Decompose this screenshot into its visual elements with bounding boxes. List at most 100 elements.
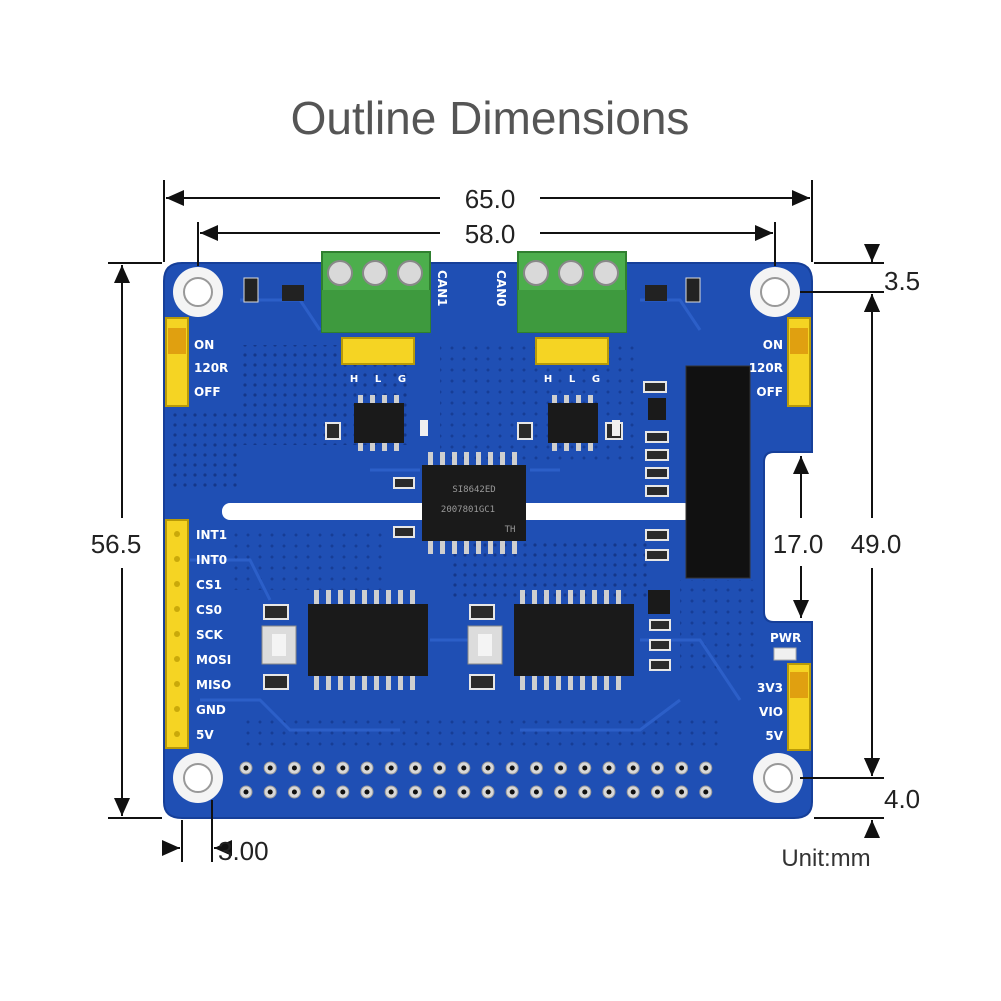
dim-left-edge-offset: 3.00 bbox=[218, 836, 269, 866]
gpio-pad-hole bbox=[654, 765, 660, 771]
gpio-pad-hole bbox=[558, 789, 564, 795]
mounting-hole bbox=[173, 753, 223, 803]
crystal-oscillator bbox=[467, 625, 503, 665]
gpio-pad-hole bbox=[316, 765, 322, 771]
dim-top-hole-offset: 3.5 bbox=[884, 266, 920, 296]
gpio-pad-hole bbox=[364, 765, 370, 771]
gpio-pad-hole bbox=[703, 765, 709, 771]
gpio-pad-hole bbox=[267, 765, 273, 771]
gpio-pad-hole bbox=[679, 765, 685, 771]
pin-label-5v: 5V bbox=[196, 728, 214, 742]
diagram-title: Outline Dimensions bbox=[291, 92, 690, 144]
gpio-pad-hole bbox=[412, 765, 418, 771]
pin-label-gnd: GND bbox=[196, 703, 226, 717]
gpio-pad-hole bbox=[461, 765, 467, 771]
gpio-pad-hole bbox=[485, 789, 491, 795]
can1-label: CAN1 bbox=[435, 270, 449, 307]
gpio-pad-hole bbox=[509, 789, 515, 795]
gpio-pad-hole bbox=[630, 789, 636, 795]
gpio-pad-hole bbox=[485, 765, 491, 771]
dimension-lines bbox=[108, 180, 884, 862]
pcb-traces bbox=[190, 298, 742, 732]
led bbox=[612, 420, 620, 436]
mounting-hole bbox=[173, 267, 223, 317]
power-led bbox=[773, 647, 797, 661]
gpio-pad-hole bbox=[412, 789, 418, 795]
crystal-oscillator bbox=[261, 625, 297, 665]
can0-label: CAN0 bbox=[494, 270, 508, 307]
pin-label-cs1: CS1 bbox=[196, 578, 222, 592]
gpio-pad-hole bbox=[340, 789, 346, 795]
gpio-pad-hole bbox=[461, 789, 467, 795]
pin-label-cs0: CS0 bbox=[196, 603, 222, 617]
regulator bbox=[648, 398, 666, 420]
can0-terminal-block bbox=[517, 251, 627, 333]
can1-pin-g: G bbox=[398, 374, 406, 385]
can1-terminal-block bbox=[321, 251, 431, 333]
pcb-board: CAN1 CAN0 H L G H L G ON 120R OFF ON 120… bbox=[163, 251, 813, 819]
power-jumper-3v3: 3V3 bbox=[757, 681, 783, 695]
can0-pin-h: H bbox=[544, 374, 552, 385]
mounting-hole bbox=[753, 753, 803, 803]
gpio-pad-hole bbox=[291, 765, 297, 771]
gpio-pad-hole bbox=[654, 789, 660, 795]
gpio-pad-hole bbox=[243, 765, 249, 771]
can-controller-chip bbox=[514, 590, 634, 690]
via-field bbox=[170, 410, 240, 490]
gpio-pad-hole bbox=[267, 789, 273, 795]
pin-label-int0: INT0 bbox=[196, 553, 227, 567]
smd-components bbox=[263, 381, 671, 690]
gpio-pad-hole bbox=[388, 765, 394, 771]
gpio-pad-hole bbox=[703, 789, 709, 795]
gpio-pad-hole bbox=[582, 789, 588, 795]
transistor bbox=[282, 285, 304, 301]
pin-label-int1: INT1 bbox=[196, 528, 227, 542]
via-field bbox=[240, 720, 720, 750]
dim-overall-width: 65.0 bbox=[465, 184, 516, 214]
dim-hole-spacing-width: 58.0 bbox=[465, 219, 516, 249]
right-jumper-off: OFF bbox=[756, 385, 783, 399]
power-label: PWR bbox=[770, 631, 801, 645]
left-jumper-off: OFF bbox=[194, 385, 221, 399]
gpio-pad-hole bbox=[437, 789, 443, 795]
can0-pin-l: L bbox=[569, 374, 576, 385]
dcdc-isolation-module bbox=[685, 365, 751, 579]
digital-isolator-chip: SI8642ED 2007801GC1 TH bbox=[422, 452, 526, 554]
dim-notch-height: 17.0 bbox=[773, 529, 824, 559]
can0-pin-g: G bbox=[592, 374, 600, 385]
can1-pin-h: H bbox=[350, 374, 358, 385]
right-jumper-on: ON bbox=[763, 338, 783, 352]
gpio-pad-hole bbox=[533, 765, 539, 771]
pin-label-miso: MISO bbox=[196, 678, 231, 692]
power-jumper-vio: VIO bbox=[759, 705, 783, 719]
mounting-hole bbox=[750, 267, 800, 317]
unit-label: Unit:mm bbox=[781, 845, 870, 872]
isolator-chip-marking: TH bbox=[505, 525, 516, 535]
gpio-pad-hole bbox=[582, 765, 588, 771]
right-jumper-120r: 120R bbox=[749, 361, 783, 375]
can0-pin-header bbox=[535, 337, 609, 365]
gpio-pad-hole bbox=[558, 765, 564, 771]
gpio-pad-hole bbox=[606, 765, 612, 771]
isolator-chip-marking: SI8642ED bbox=[452, 485, 495, 495]
can-controller-chip bbox=[308, 590, 428, 690]
jumper-cap bbox=[790, 672, 808, 698]
dim-hole-spacing-height: 49.0 bbox=[851, 529, 902, 559]
gpio-header-pads bbox=[239, 761, 713, 799]
can1-pin-l: L bbox=[375, 374, 382, 385]
via-field bbox=[230, 530, 390, 590]
spi-header-pins bbox=[174, 531, 180, 737]
power-jumper-5v: 5V bbox=[765, 729, 783, 743]
jumper-cap bbox=[168, 328, 186, 354]
smd-component bbox=[243, 277, 259, 303]
isolator-chip-marking: 2007801GC1 bbox=[441, 505, 495, 515]
can-transceiver-chip bbox=[548, 395, 598, 451]
gpio-pad-hole bbox=[606, 789, 612, 795]
gpio-pad-hole bbox=[630, 765, 636, 771]
gpio-pad-hole bbox=[437, 765, 443, 771]
left-jumper-120r: 120R bbox=[194, 361, 228, 375]
can-transceiver-chip bbox=[354, 395, 404, 451]
gpio-pad-hole bbox=[679, 789, 685, 795]
dim-overall-height: 56.5 bbox=[91, 529, 142, 559]
